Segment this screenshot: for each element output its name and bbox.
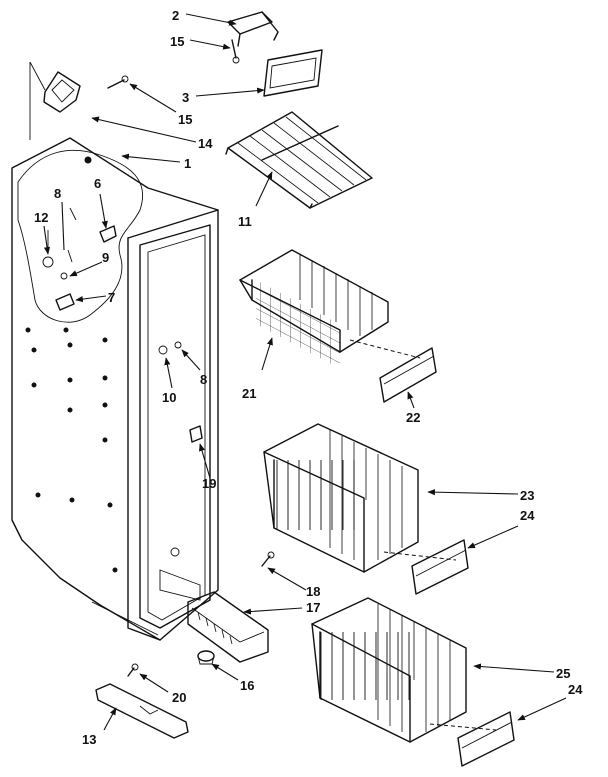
callout-6: 6 [94,176,101,191]
callout-15-top: 15 [170,34,184,49]
damper-hardware [42,207,117,311]
callout-25: 25 [556,666,570,681]
frame-hardware [158,341,203,557]
callout-8-upper: 8 [54,186,61,201]
callout-1: 1 [184,156,191,171]
callout-24-upper: 24 [520,508,535,523]
callout-2: 2 [172,8,179,23]
screw-15-top [231,39,240,64]
callout-19: 19 [202,476,216,491]
callout-11: 11 [238,214,252,229]
freezer-liner [11,137,219,641]
callout-20: 20 [172,690,186,705]
callout-22: 22 [406,410,420,425]
screw-15-left [107,75,129,89]
callout-labels: 2 15 3 15 14 1 11 8 6 12 9 7 8 10 21 22 … [34,8,583,747]
wire-basket-25 [311,597,467,743]
hinge-bracket-2 [227,11,279,47]
basket-front-24-upper [411,539,469,595]
cap-16 [197,650,215,665]
screw-20 [127,663,139,677]
wire-shelf-11 [225,111,373,209]
wire-basket-23 [263,423,419,573]
rail-17 [187,591,269,663]
callout-8-lower: 8 [200,372,207,387]
wire-basket-21 [239,249,389,369]
callout-15-left: 15 [178,112,192,127]
callout-14: 14 [198,136,213,151]
basket-front-24-lower [457,711,515,767]
cover-3 [263,49,323,97]
callout-16: 16 [240,678,254,693]
callout-21: 21 [242,386,256,401]
bracket-14 [29,61,81,140]
screw-18 [261,551,275,567]
callout-17: 17 [306,600,320,615]
basket-front-22 [379,347,437,403]
callout-3: 3 [182,90,189,105]
callout-18: 18 [306,584,320,599]
callout-12: 12 [34,210,48,225]
callout-10: 10 [162,390,176,405]
callout-23: 23 [520,488,534,503]
callout-24-lower: 24 [568,682,583,697]
callout-9: 9 [102,250,109,265]
bracket-13 [95,683,189,739]
callout-13: 13 [82,732,96,747]
liner-mounting-holes [25,156,118,573]
leader-lines [43,13,567,731]
callout-7: 7 [108,290,115,305]
